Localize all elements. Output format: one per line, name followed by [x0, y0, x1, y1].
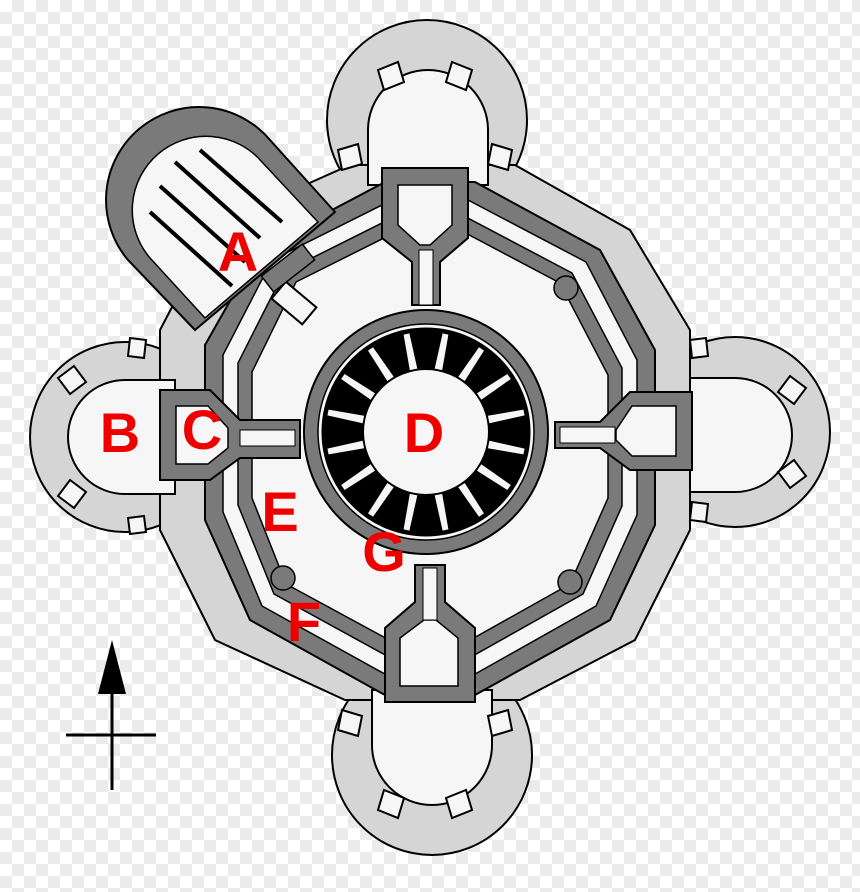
west-gate-room — [175, 405, 229, 465]
label-d: D — [404, 401, 444, 464]
tower-east-court — [689, 377, 793, 493]
label-e: E — [261, 480, 298, 543]
south-gate-passage — [422, 567, 438, 621]
keep-embrasure — [458, 483, 484, 517]
north-arrow-icon — [66, 640, 156, 790]
keep-embrasure — [341, 374, 375, 400]
keep-embrasure — [458, 347, 484, 381]
stair-turret-se — [557, 569, 583, 595]
central-keep — [303, 309, 549, 555]
east-gate-room — [615, 405, 677, 457]
label-b: B — [100, 401, 140, 464]
keep-embrasure — [368, 483, 394, 517]
tower-north-court — [367, 69, 489, 186]
label-g: G — [362, 520, 406, 583]
keep-embrasure — [434, 493, 449, 531]
keep-embrasure — [487, 409, 525, 424]
annex-a — [105, 106, 337, 332]
north-gate-passage — [418, 249, 434, 306]
east-gate-passage — [559, 426, 616, 444]
gate-blocks — [159, 167, 693, 703]
keep-embrasure — [327, 440, 365, 455]
labels: A B C D E F G — [100, 220, 444, 653]
label-c: C — [182, 398, 222, 461]
keep-embrasure — [403, 493, 418, 531]
stair-turret-sw — [270, 565, 296, 591]
annex-passage — [260, 243, 316, 293]
tower-west-court — [67, 379, 176, 495]
keep-embrasure — [434, 333, 449, 371]
stair-turret-ne — [553, 275, 579, 301]
west-gate-passage — [239, 429, 296, 447]
tower-south-court — [371, 689, 493, 806]
north-gate-room — [397, 184, 453, 246]
keep-embrasure — [477, 464, 511, 490]
annex-interior — [131, 135, 320, 320]
keep-embrasure — [403, 333, 418, 371]
keep-embrasure — [341, 464, 375, 490]
keep-embrasure — [477, 374, 511, 400]
label-a: A — [218, 220, 258, 283]
keep-embrasures — [327, 333, 525, 531]
keep-court — [364, 370, 488, 494]
keep-embrasure — [327, 409, 365, 424]
annex-chamber — [270, 280, 318, 326]
keep-embrasure — [487, 440, 525, 455]
label-f: F — [287, 590, 321, 653]
keep-embrasure — [368, 347, 394, 381]
